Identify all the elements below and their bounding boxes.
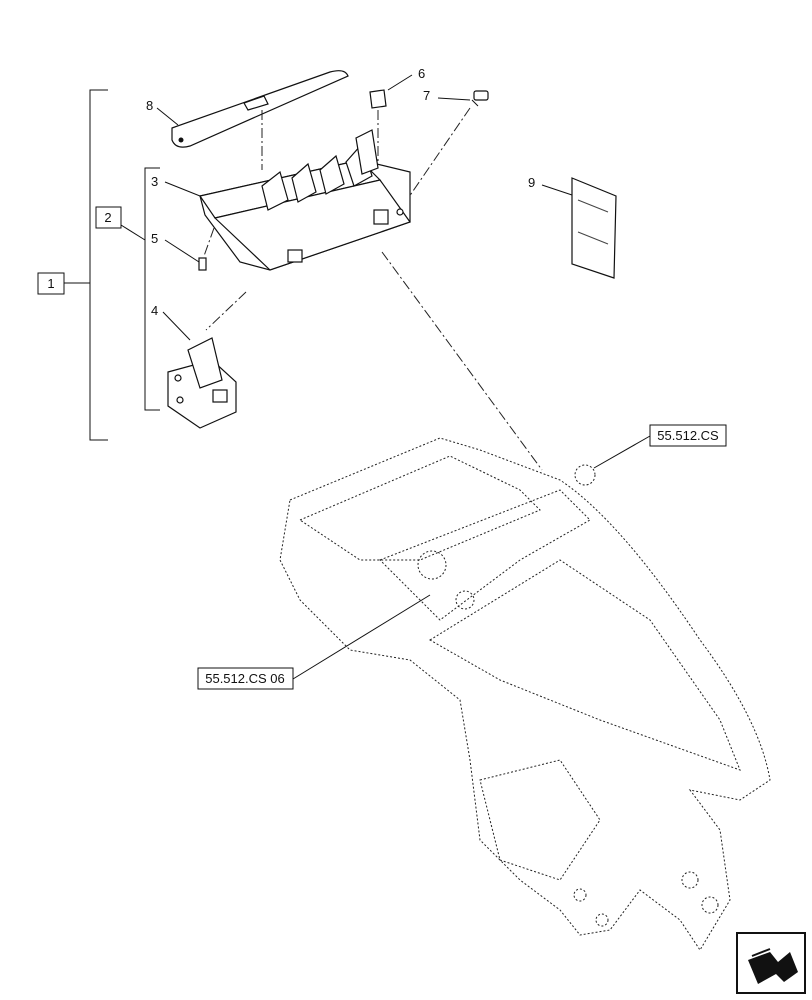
part-6-clip bbox=[369, 89, 387, 109]
svg-text:5: 5 bbox=[151, 231, 158, 246]
bracket-assembly-1 bbox=[64, 89, 108, 441]
svg-text:3: 3 bbox=[151, 174, 158, 189]
svg-text:2: 2 bbox=[104, 210, 111, 225]
svg-text:7: 7 bbox=[423, 88, 430, 103]
callout-2[interactable]: 2 bbox=[95, 206, 122, 229]
reference-55-512-cs-06[interactable]: 55.512.CS 06 bbox=[197, 667, 294, 690]
part-5-bolt bbox=[198, 257, 207, 271]
part-4-lever-module bbox=[167, 337, 237, 429]
svg-text:9: 9 bbox=[528, 175, 535, 190]
part-7-screw bbox=[471, 90, 489, 107]
part-3-console-housing bbox=[199, 129, 411, 271]
svg-text:55.512.CS 06: 55.512.CS 06 bbox=[205, 671, 285, 686]
reference-55-512-cs[interactable]: 55.512.CS bbox=[649, 424, 727, 447]
svg-text:1: 1 bbox=[47, 276, 54, 291]
svg-text:4: 4 bbox=[151, 303, 158, 318]
part-8-cover-strip bbox=[171, 70, 349, 148]
callout-1[interactable]: 1 bbox=[37, 272, 65, 295]
svg-text:55.512.CS: 55.512.CS bbox=[657, 428, 719, 443]
svg-text:8: 8 bbox=[146, 98, 153, 113]
bracket-assembly-2 bbox=[120, 167, 160, 411]
armrest-console-outline bbox=[279, 437, 771, 951]
next-page-arrow-icon[interactable] bbox=[736, 932, 806, 994]
part-9-decal-sheet bbox=[571, 177, 617, 279]
svg-text:6: 6 bbox=[418, 66, 425, 81]
